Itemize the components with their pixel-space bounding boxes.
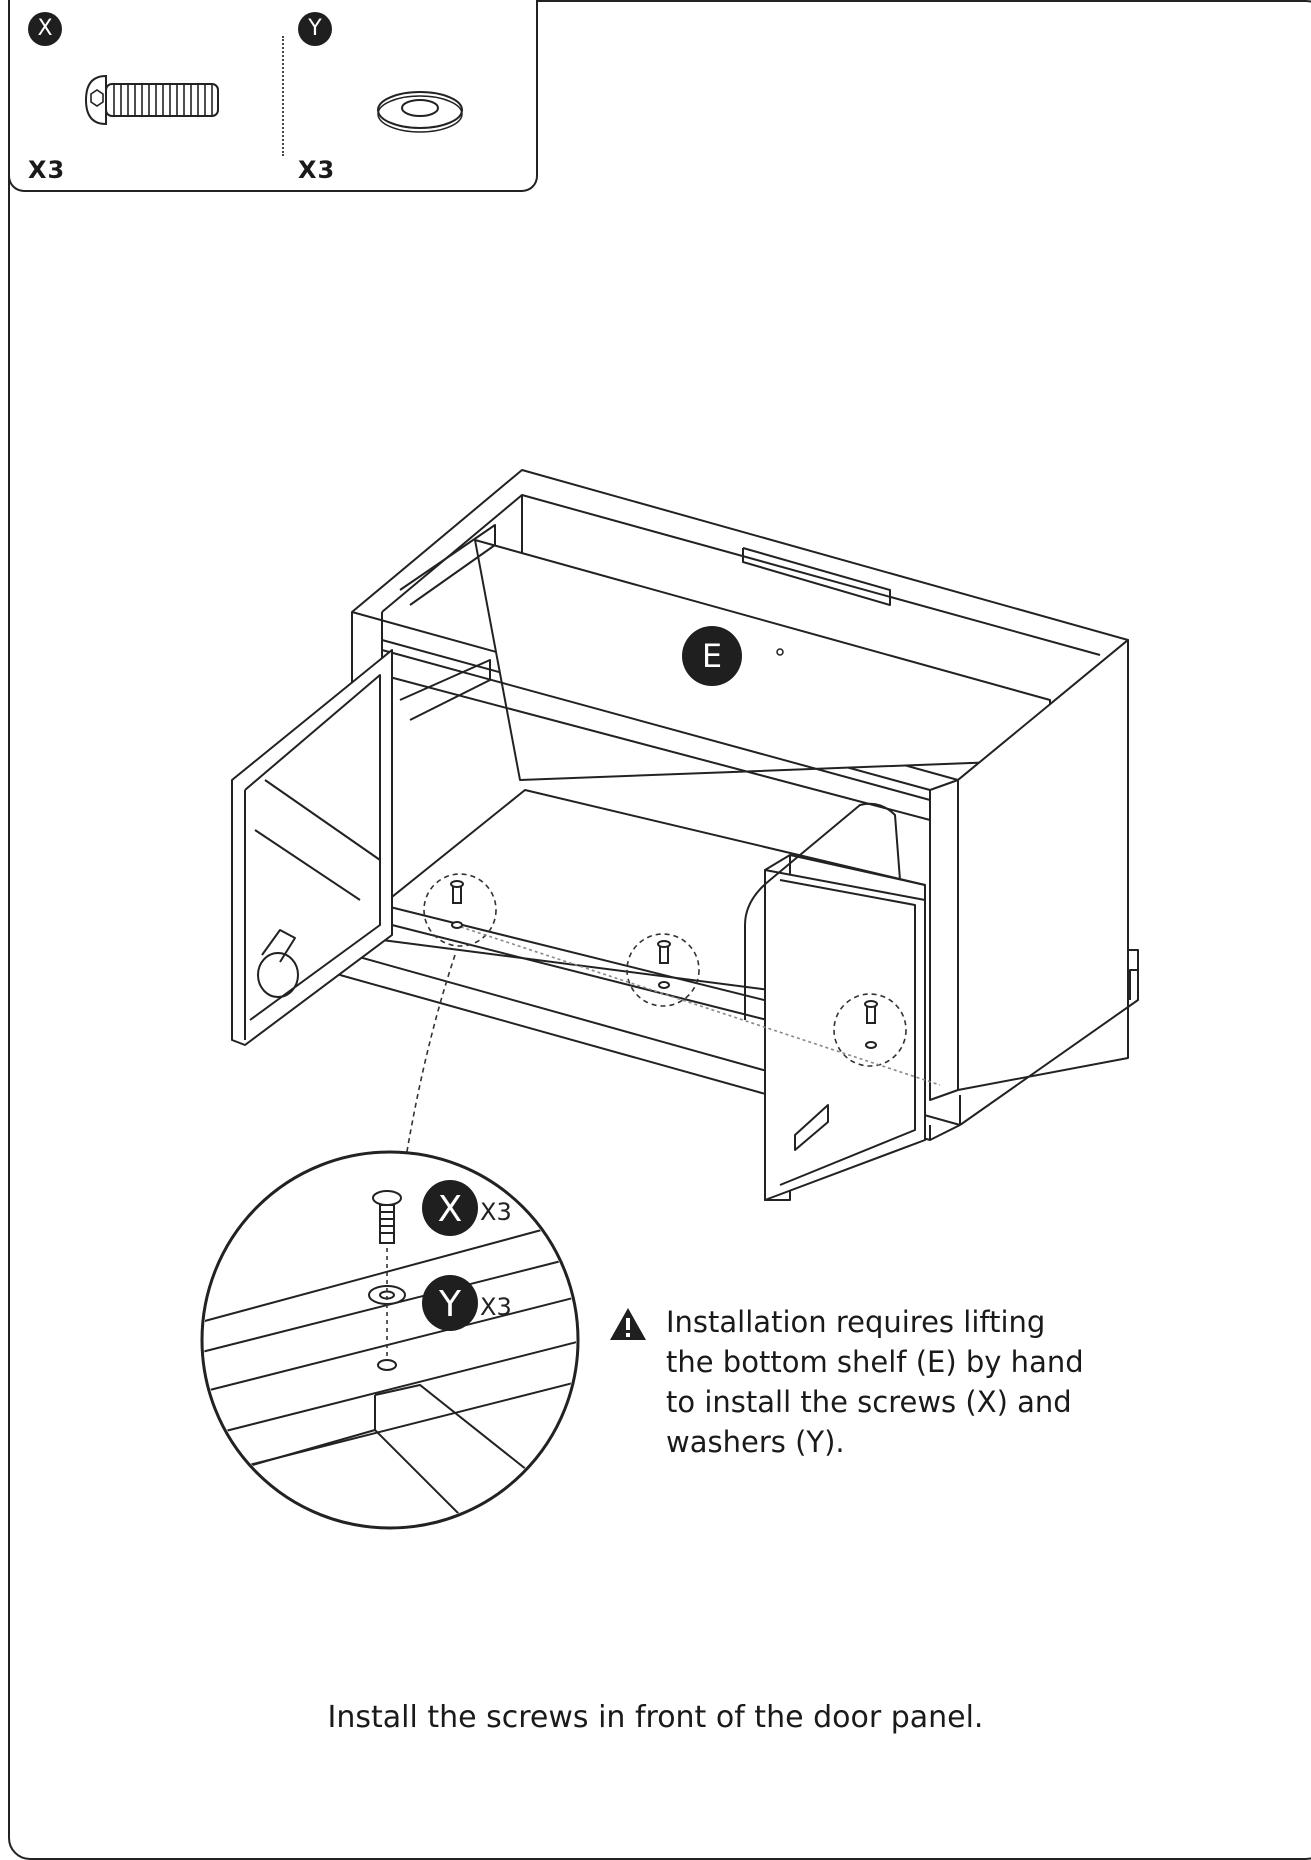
screw-icon [84, 74, 219, 126]
warning-text: Installation requires lifting the bottom… [666, 1305, 1084, 1459]
detail-x-badge [422, 1180, 478, 1236]
part-x-qty: X3 [28, 156, 66, 184]
parts-divider [282, 36, 284, 156]
detail-y-label: Y [438, 1284, 462, 1325]
washer-icon [377, 91, 463, 133]
parts-box: X X3 Y X3 [8, 0, 538, 192]
part-x-badge: X [28, 12, 62, 46]
panel-e-label: E [702, 637, 722, 675]
detail-x-qty: X3 [480, 1198, 512, 1226]
detail-y-qty: X3 [480, 1293, 512, 1321]
part-y-qty: X3 [298, 156, 336, 184]
panel-e-badge [682, 626, 742, 686]
part-y-badge: Y [298, 12, 332, 46]
warning-triangle-icon [610, 1308, 646, 1340]
step-caption: Install the screws in front of the door … [327, 1700, 984, 1735]
detail-y-badge [422, 1275, 478, 1331]
detail-x-label: X [438, 1189, 463, 1230]
